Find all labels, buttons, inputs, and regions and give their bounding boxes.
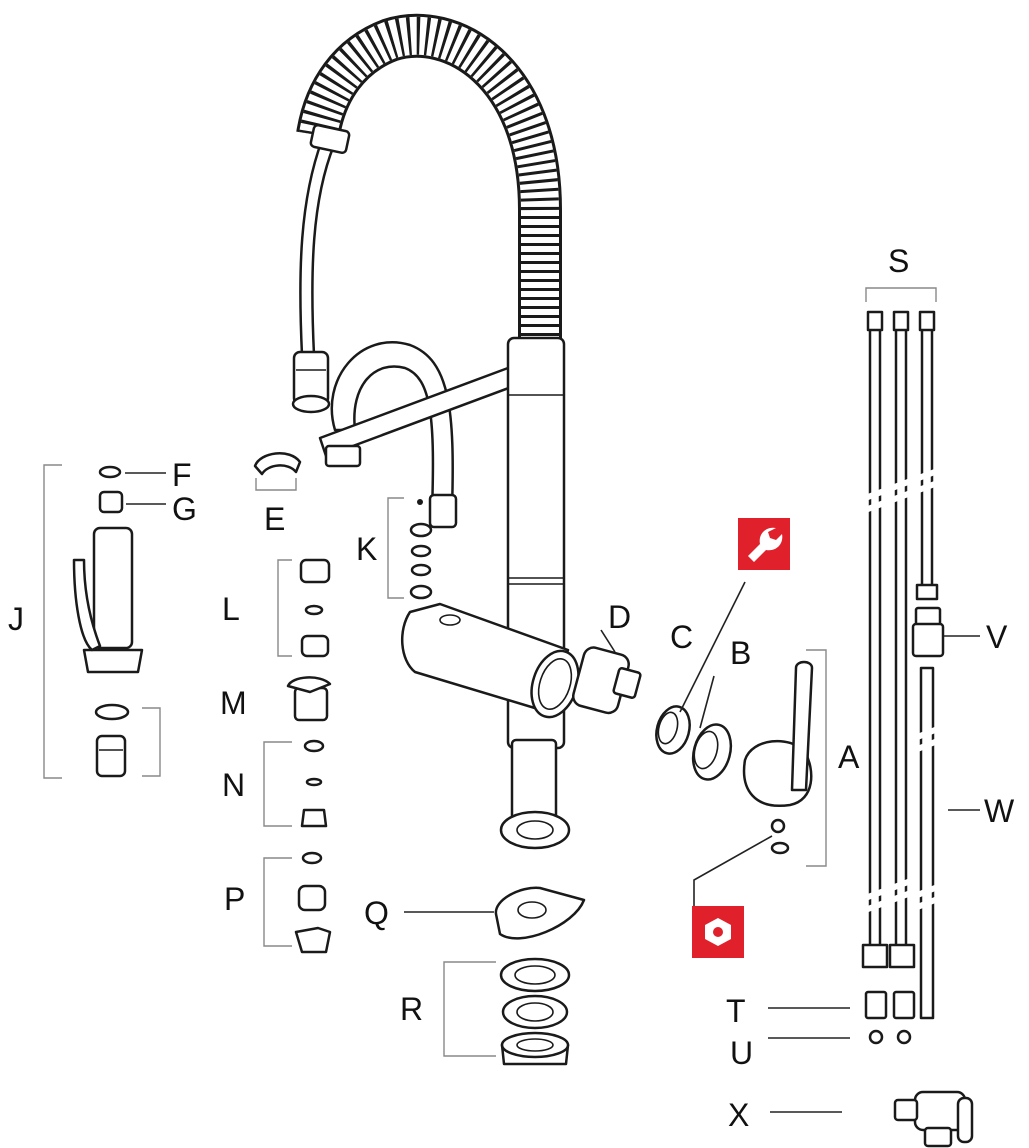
label-P: P (224, 881, 245, 917)
label-J: J (8, 601, 24, 637)
label-G: G (172, 491, 197, 527)
label-S: S (888, 243, 909, 279)
label-K: K (356, 531, 377, 567)
washers-Q (494, 810, 586, 940)
valve-X (893, 1090, 974, 1148)
label-E: E (264, 501, 285, 537)
faucet-body (506, 336, 566, 822)
wrench-icon (738, 518, 790, 570)
cartridge-D (571, 646, 642, 715)
label-A: A (838, 739, 860, 775)
handle-housing (400, 602, 580, 719)
rings-R (499, 957, 571, 1066)
parts-P (294, 851, 332, 954)
lever-handle-A (742, 660, 814, 855)
parts-N (300, 739, 328, 828)
clip-E (253, 452, 302, 476)
label-M: M (220, 685, 247, 721)
label-U: U (730, 1035, 753, 1071)
spout (318, 341, 516, 529)
spring-hose (296, 13, 562, 357)
ring-B (691, 723, 733, 781)
part-labels: A B C D E F G J K L M N P Q R S T U V W … (8, 243, 1015, 1133)
rings-K (409, 499, 433, 600)
label-L: L (222, 591, 240, 627)
parts-L (299, 558, 331, 658)
label-B: B (730, 635, 751, 671)
cap-M (286, 676, 332, 722)
adapter-V (911, 606, 945, 658)
label-W: W (984, 793, 1015, 829)
label-D: D (608, 599, 631, 635)
label-N: N (222, 767, 245, 803)
supply-hoses-S (858, 310, 942, 969)
hex-key-icon (692, 906, 744, 958)
label-Q: Q (364, 895, 389, 931)
label-T: T (726, 993, 746, 1029)
label-X: X (728, 1097, 749, 1133)
label-V: V (986, 619, 1008, 655)
label-R: R (400, 991, 423, 1027)
sprayer-assembly-J (72, 465, 144, 778)
adapters-T (864, 990, 916, 1020)
label-C: C (670, 619, 693, 655)
hose-W (908, 666, 947, 1020)
sprayer-head (291, 350, 331, 414)
gaskets-U (868, 1029, 912, 1045)
leader-lines (125, 472, 980, 1113)
nut-C (655, 705, 691, 755)
label-F: F (172, 457, 192, 493)
brackets (43, 287, 937, 1057)
